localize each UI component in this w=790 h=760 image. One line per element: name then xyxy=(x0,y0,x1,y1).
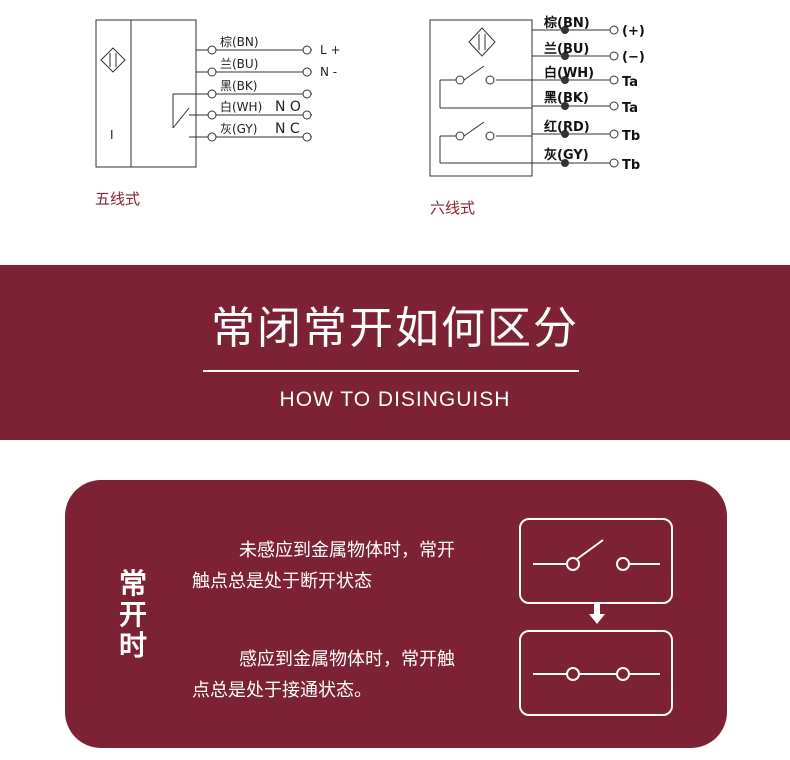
closed-switch-box xyxy=(519,630,673,716)
section-banner xyxy=(0,265,790,440)
banner-subtitle: HOW TO DISINGUISH xyxy=(279,388,511,411)
six-wire-caption: 六线式 xyxy=(430,199,476,217)
banner-title: 常闭常开如何区分 xyxy=(211,303,579,354)
five-wire-label-2: 兰(BU) xyxy=(220,57,258,71)
six-wire-term-3: Ta xyxy=(622,75,638,90)
arrow-down-icon xyxy=(589,603,605,624)
five-wire-label-1: 棕(BN) xyxy=(220,34,259,49)
closed-switch-icon xyxy=(533,667,660,681)
six-wire-term-6: Tb xyxy=(622,158,640,173)
side-label-char-2: 开 xyxy=(118,598,147,631)
five-wire-term-2: N - xyxy=(320,65,337,79)
five-wire-label-4: 白(WH) xyxy=(220,99,262,114)
banner-divider xyxy=(203,370,579,372)
six-wire-term-4: Ta xyxy=(622,101,638,116)
five-wire-label-5: 灰(GY) xyxy=(220,122,257,136)
text-before-sensing: 未感应到金属物体时，常开触点总是处于断开状态 xyxy=(192,540,455,592)
proximity-sensor-icon xyxy=(100,47,126,73)
five-wire-body-mark: I xyxy=(110,128,114,142)
normally-open-card xyxy=(65,480,727,748)
open-switch-icon xyxy=(533,539,660,571)
five-wire-term-5: N C xyxy=(275,121,300,137)
six-wire-label-5: 红(RD) xyxy=(544,119,590,135)
six-wire-label-1: 棕(BN) xyxy=(543,15,590,31)
five-wire-label-3: 黑(BK) xyxy=(220,79,257,93)
six-wire-term-1: (+) xyxy=(622,24,645,39)
side-label-char-3: 时 xyxy=(118,629,147,662)
six-wire-label-2: 兰(BU) xyxy=(544,41,589,57)
six-wire-junctions xyxy=(561,26,569,167)
side-label-char-1: 常 xyxy=(118,567,147,600)
six-wire-sensor-body xyxy=(429,19,533,177)
six-wire-label-4: 黑(BK) xyxy=(544,91,589,106)
five-wire-caption: 五线式 xyxy=(95,190,141,208)
six-wire-contacts xyxy=(455,25,619,168)
five-wire-term-1: L + xyxy=(320,43,341,57)
wiring-diagrams: I 棕(BN) 兰(BU) 黑(BK) 白(WH) 灰(GY) L + N - … xyxy=(95,15,645,177)
six-wire-term-2: (−) xyxy=(622,50,645,65)
six-wire-diagram xyxy=(429,19,614,177)
five-wire-term-4: N O xyxy=(275,99,301,115)
five-wire-terminals xyxy=(207,45,312,142)
six-wire-label-6: 灰(GY) xyxy=(544,147,589,163)
normally-open-label: 常 开 时 xyxy=(113,568,153,661)
proximity-sensor-icon xyxy=(468,27,496,57)
six-wire-label-3: 白(WH) xyxy=(544,65,594,81)
six-wire-term-5: Tb xyxy=(622,129,640,144)
text-after-sensing: 感应到金属物体时，常开触点总是处于接通状态。 xyxy=(192,649,455,701)
